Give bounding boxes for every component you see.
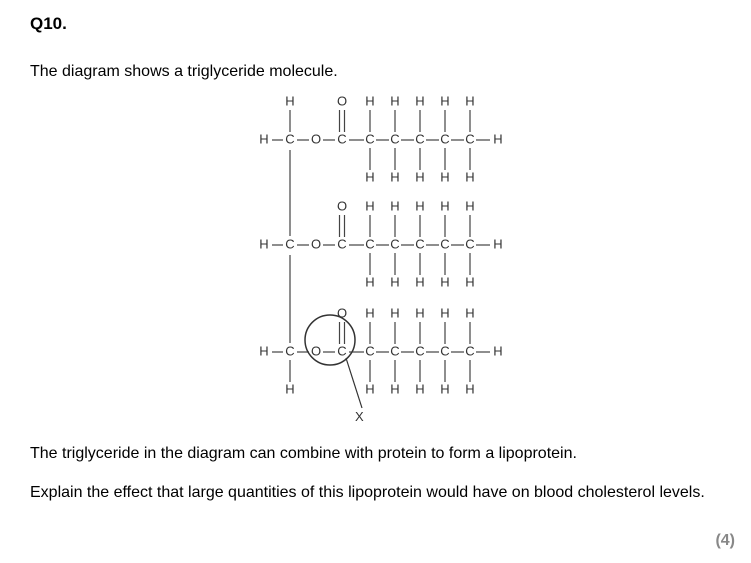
chain-h-atom: H — [365, 198, 374, 213]
chain-h-atom: H — [415, 198, 424, 213]
carbonyl-c-atom: C — [337, 343, 346, 358]
chain-h-atom: H — [440, 381, 449, 396]
chain-h-atom: H — [415, 274, 424, 289]
chain-h-atom: H — [390, 274, 399, 289]
chain-h-atom: H — [465, 305, 474, 320]
chain-h-atom: H — [465, 93, 474, 108]
chain-c-atom: C — [440, 343, 449, 358]
chain-h-atom: H — [465, 381, 474, 396]
chain-h-atom: H — [440, 198, 449, 213]
chain-h-atom: H — [365, 93, 374, 108]
chain-c-atom: C — [415, 131, 424, 146]
chain-h-atom: H — [415, 169, 424, 184]
chain-c-atom: C — [440, 236, 449, 251]
label-x: X — [355, 409, 364, 424]
carbonyl-c-atom: C — [337, 131, 346, 146]
chain-c-atom: C — [465, 343, 474, 358]
carbonyl-o-atom: O — [337, 93, 347, 108]
terminal-h-atom: H — [493, 131, 502, 146]
chain-c-atom: C — [365, 131, 374, 146]
terminal-h-atom: H — [493, 236, 502, 251]
chain-c-atom: C — [465, 236, 474, 251]
glycerol-c-atom: C — [285, 131, 294, 146]
chain-h-atom: H — [465, 274, 474, 289]
glycerol-h-atom: H — [259, 131, 268, 146]
chain-c-atom: C — [440, 131, 449, 146]
chain-h-atom: H — [365, 274, 374, 289]
chain-h-atom: H — [390, 305, 399, 320]
chain-h-atom: H — [440, 305, 449, 320]
chain-h-atom: H — [390, 198, 399, 213]
chain-h-atom: H — [440, 169, 449, 184]
chain-c-atom: C — [415, 236, 424, 251]
chain-h-atom: H — [465, 169, 474, 184]
chain-h-atom: H — [390, 93, 399, 108]
chain-h-atom: H — [440, 274, 449, 289]
chain-c-atom: C — [415, 343, 424, 358]
glycerol-h-atom: H — [259, 343, 268, 358]
marks-available: (4) — [715, 532, 735, 549]
carbonyl-o-atom: O — [337, 305, 347, 320]
chain-h-atom: H — [415, 305, 424, 320]
glycerol-h-atom: H — [285, 381, 294, 396]
carbonyl-c-atom: C — [337, 236, 346, 251]
glycerol-h-atom: H — [285, 93, 294, 108]
question-number: Q10. — [30, 14, 67, 33]
chain-c-atom: C — [365, 236, 374, 251]
terminal-h-atom: H — [493, 343, 502, 358]
chain-h-atom: H — [365, 169, 374, 184]
chain-h-atom: H — [365, 305, 374, 320]
glycerol-c-atom: C — [285, 343, 294, 358]
question-text-cholesterol: Explain the effect that large quantities… — [30, 484, 705, 501]
chain-c-atom: C — [365, 343, 374, 358]
chain-c-atom: C — [390, 343, 399, 358]
chain-c-atom: C — [465, 131, 474, 146]
chain-c-atom: C — [390, 236, 399, 251]
glycerol-c-atom: C — [285, 236, 294, 251]
carbonyl-o-atom: O — [337, 198, 347, 213]
chain-h-atom: H — [390, 381, 399, 396]
ester-o-atom: O — [311, 236, 321, 251]
question-text-lipoprotein: The triglyceride in the diagram can comb… — [30, 445, 577, 462]
label-x-pointer — [345, 357, 363, 409]
chain-h-atom: H — [440, 93, 449, 108]
chain-h-atom: H — [415, 93, 424, 108]
chain-h-atom: H — [365, 381, 374, 396]
chain-h-atom: H — [415, 381, 424, 396]
ester-bond-circle — [304, 314, 356, 366]
chain-h-atom: H — [465, 198, 474, 213]
chain-c-atom: C — [390, 131, 399, 146]
glycerol-h-atom: H — [259, 236, 268, 251]
ester-o-atom: O — [311, 343, 321, 358]
question-intro: The diagram shows a triglyceride molecul… — [30, 63, 338, 80]
ester-o-atom: O — [311, 131, 321, 146]
chain-h-atom: H — [390, 169, 399, 184]
